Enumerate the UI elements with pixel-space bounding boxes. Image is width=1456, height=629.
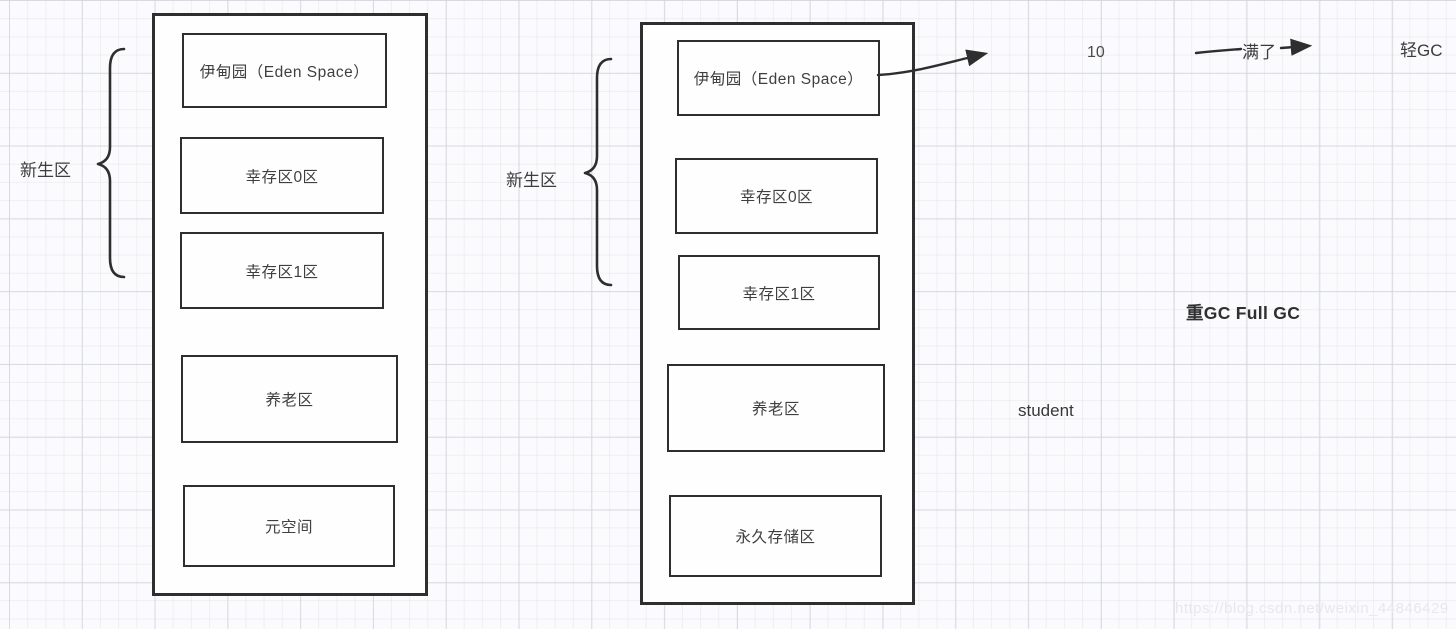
box-old-gen-right: 养老区 (667, 364, 885, 452)
box-old-gen-left: 养老区 (181, 355, 398, 443)
box-survivor0-left: 幸存区0区 (180, 137, 384, 214)
minor-gc-label: 轻GC (1400, 41, 1443, 60)
young-gen-label-left: 新生区 (20, 161, 71, 180)
full-label: 满了 (1242, 43, 1276, 62)
student-label: student (1018, 401, 1074, 420)
memory-container-left: 伊甸园（Eden Space） 幸存区0区 幸存区1区 养老区 元空间 (152, 13, 428, 596)
arrow-line-before-full (1194, 47, 1243, 55)
watermark-url: https://blog.csdn.net/weixin_44846429 (1175, 600, 1449, 617)
box-eden-space-left: 伊甸园（Eden Space） (182, 33, 387, 108)
brace-left-icon (96, 47, 126, 279)
major-gc-label: 重GC Full GC (1186, 303, 1301, 323)
box-survivor0-right: 幸存区0区 (675, 158, 878, 234)
box-survivor1-left: 幸存区1区 (180, 232, 384, 309)
brace-right-icon (583, 57, 613, 287)
ten-label: 10 (1087, 44, 1105, 61)
box-perm-gen-right: 永久存储区 (669, 495, 882, 577)
memory-container-right: 伊甸园（Eden Space） 幸存区0区 幸存区1区 养老区 永久存储区 (640, 22, 915, 605)
box-survivor1-right: 幸存区1区 (678, 255, 880, 330)
arrow-full-to-minor-gc (1279, 38, 1313, 56)
box-eden-space-right: 伊甸园（Eden Space） (677, 40, 880, 116)
young-gen-label-right: 新生区 (506, 171, 557, 190)
box-metaspace-left: 元空间 (183, 485, 395, 567)
